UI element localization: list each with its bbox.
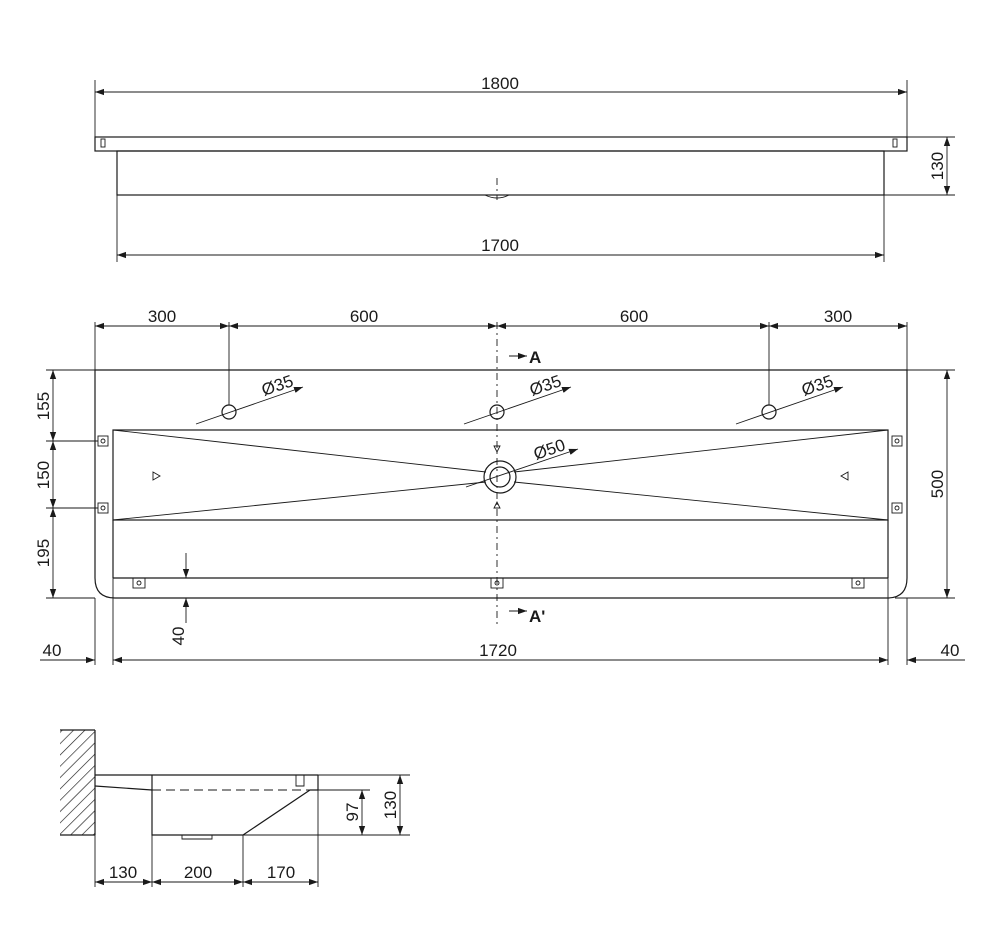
dim-spacing-1: 300 — [148, 307, 176, 326]
side-section: 97 130 130 200 170 — [60, 729, 410, 887]
dim-200: 200 — [184, 863, 212, 882]
basin-outline — [112, 429, 889, 521]
tap-hole-label-left: Ø35 — [259, 371, 296, 399]
tap-hole-label-right: Ø35 — [799, 371, 836, 399]
dim-150: 150 — [34, 461, 53, 489]
top-outline — [94, 369, 908, 599]
dim-1720: 1720 — [479, 641, 517, 660]
front-clip-right — [892, 138, 898, 148]
top-view: Ø35 Ø35 Ø35 Ø50 300 600 600 300 A A' 500… — [34, 307, 965, 665]
slope-arrow-right — [840, 471, 849, 481]
dim-spacing-2: 600 — [350, 307, 378, 326]
dim-97: 97 — [343, 803, 362, 822]
dim-195: 195 — [34, 539, 53, 567]
dim-130-side: 130 — [381, 791, 400, 819]
dim-170: 170 — [267, 863, 295, 882]
dim-130-bottom: 130 — [109, 863, 137, 882]
front-clip-left — [100, 138, 106, 148]
drain-hole-label: Ø50 — [531, 435, 568, 463]
tap-hole-label-center: Ø35 — [527, 371, 564, 399]
drain-hole-outer — [483, 460, 517, 494]
section-mark-a: A — [529, 348, 541, 367]
front-body — [116, 150, 885, 196]
dim-155: 155 — [34, 392, 53, 420]
dim-40-left: 40 — [43, 641, 62, 660]
drain-hole-inner — [489, 466, 511, 488]
wall-hatch — [60, 730, 95, 835]
front-view: 1800 1700 130 — [94, 74, 955, 262]
slope-arrow-left — [152, 471, 161, 481]
dim-1800: 1800 — [481, 74, 519, 93]
tap-hole-right — [761, 404, 777, 420]
section-drain — [181, 835, 213, 840]
dim-1700: 1700 — [481, 236, 519, 255]
dim-40-lip: 40 — [169, 627, 188, 646]
slope-arrow-bottom — [493, 500, 501, 509]
dim-spacing-4: 300 — [824, 307, 852, 326]
tap-hole-left — [221, 404, 237, 420]
dim-500: 500 — [928, 470, 947, 498]
dim-40-right: 40 — [941, 641, 960, 660]
dim-spacing-3: 600 — [620, 307, 648, 326]
section-mark-a-prime: A' — [529, 607, 545, 626]
dim-130-front: 130 — [928, 152, 947, 180]
basin-section — [151, 775, 318, 836]
bracket-group — [97, 435, 903, 589]
front-slab — [94, 136, 908, 152]
